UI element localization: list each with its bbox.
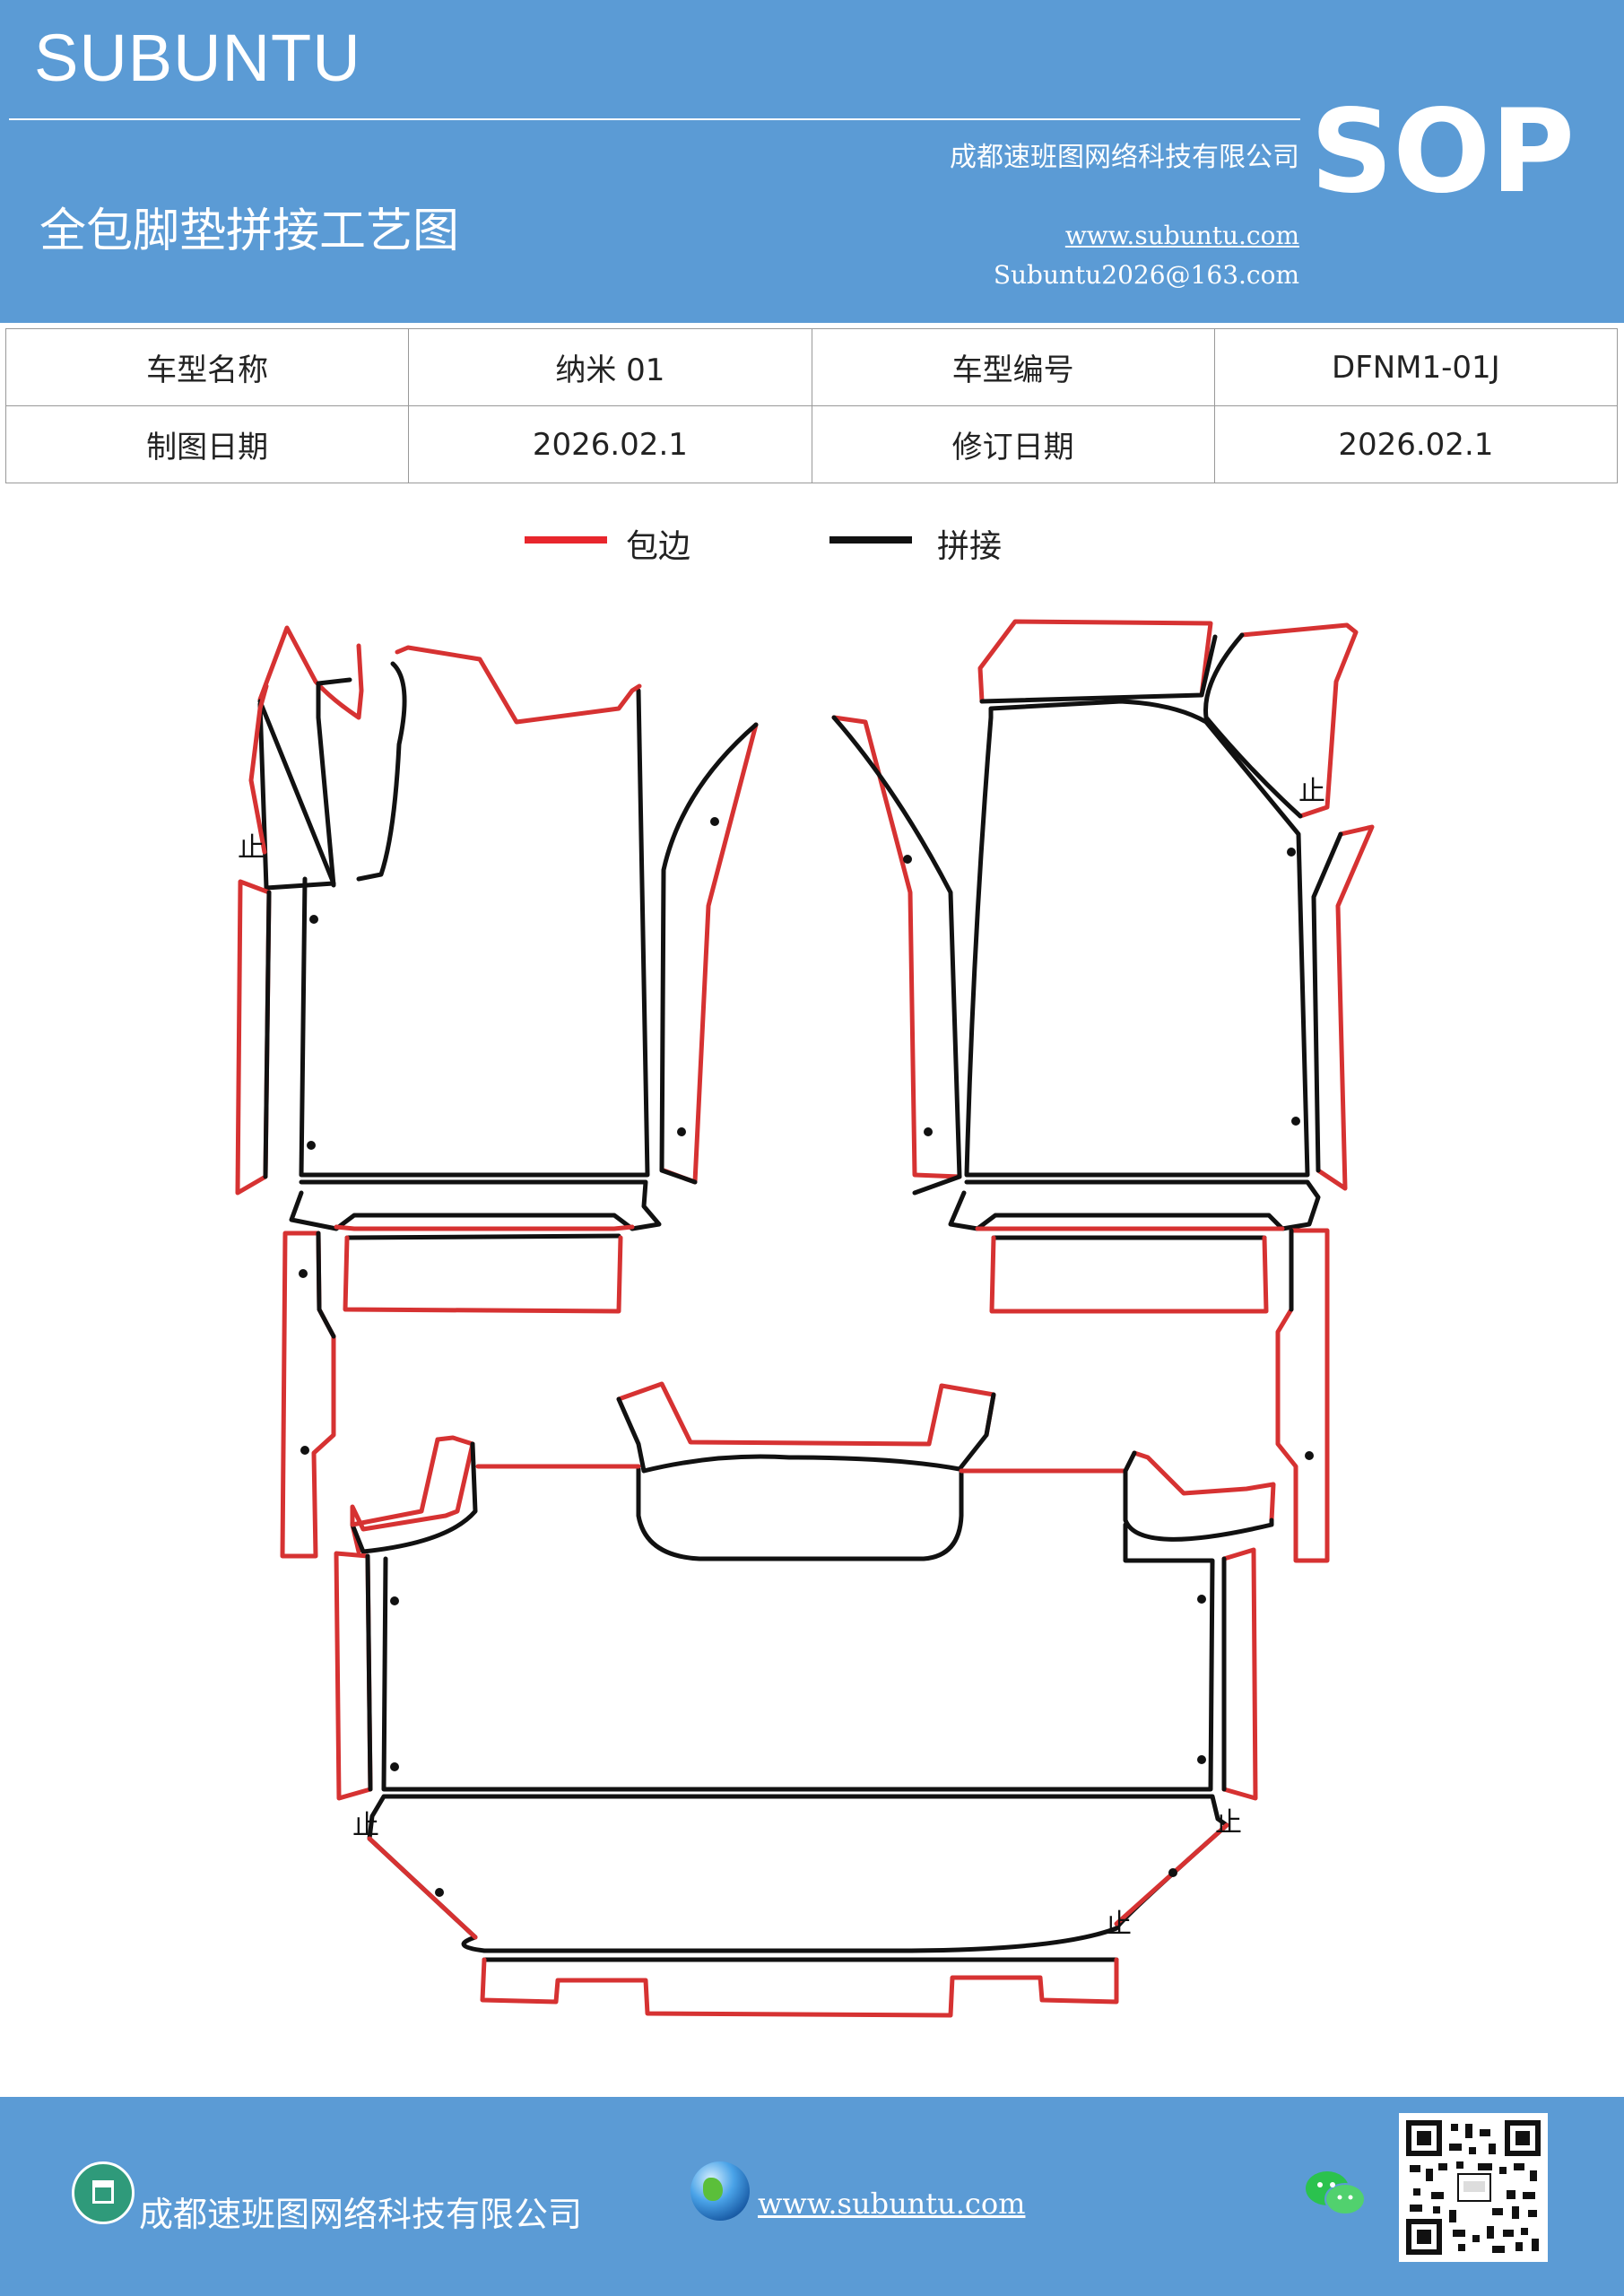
mark-dot (1197, 1595, 1206, 1604)
mat-piece-fl-main-seam (299, 688, 650, 1178)
footer-banner: 成都速班图网络科技有限公司 www.subuntu.com (0, 2097, 1624, 2296)
mat-piece-fl-bottom-bar (289, 1179, 662, 1231)
mat-piece-fl-side-seam (316, 1231, 336, 1339)
mat-piece-rear-main-bottom (367, 1794, 1229, 1953)
brand-logo-text: SUBUNTU (34, 21, 361, 95)
value-model-code: DFNM1-01J (1213, 328, 1619, 406)
stop-mark: 止 (1105, 1909, 1132, 1940)
mat-piece-rear-right-strip (1221, 1547, 1258, 1801)
mat-piece-rear-tunnel (636, 1466, 964, 1561)
footer-website-link[interactable]: www.subuntu.com (758, 2187, 1026, 2221)
header-email: Subuntu2026@163.com (993, 260, 1299, 290)
mat-piece-fr-corner-seam (1203, 632, 1303, 819)
mat-piece-fr-right-strip (1316, 824, 1375, 1191)
mark-dot (299, 1269, 308, 1278)
value-revision-date: 2026.02.1 (1213, 405, 1619, 483)
mat-piece-fl-right-seam (659, 722, 759, 1185)
mat-piece-rear-left-wing-seam (350, 1441, 478, 1554)
mat-piece-rear-right-wing-tab (1123, 1450, 1137, 1474)
mark-dot (1305, 1451, 1314, 1460)
mat-piece-fr-top-edge (977, 619, 1213, 704)
mat-piece-fl-heelpad (344, 1233, 621, 1240)
header-divider (9, 118, 1300, 120)
mat-piece-rear-main (381, 1522, 1215, 1792)
mark-dot (307, 1141, 316, 1150)
table-row: 制图日期 2026.02.1 修订日期 2026.02.1 (4, 405, 1619, 483)
mat-piece-rear-footpad-edge (480, 1957, 1119, 2018)
value-draw-date: 2026.02.1 (408, 405, 812, 483)
mat-piece-fl-right-strip (661, 722, 759, 1185)
mark-dot (390, 1762, 399, 1771)
label-revision-date: 修订日期 (811, 405, 1215, 483)
mat-piece-fl-left-upper (257, 625, 364, 720)
mark-dot (309, 915, 318, 924)
mark-dot (435, 1888, 444, 1897)
mat-piece-fr-side-strip (1275, 1228, 1330, 1563)
mark-dot (677, 1127, 686, 1136)
legend-edge-line (525, 536, 607, 544)
globe-icon (690, 2161, 750, 2221)
mat-piece-fr-main (964, 699, 1310, 1178)
legend-seam-label: 拼接 (937, 528, 1003, 565)
label-model-name: 车型名称 (4, 328, 410, 406)
mat-piece-fl-left-edge (248, 683, 269, 855)
table-row: 车型名称 纳米 01 车型编号 DFNM1-01J (4, 328, 1619, 406)
mat-piece-fr-right-seam (1311, 831, 1343, 1173)
header-banner: SUBUNTU 成都速班图网络科技有限公司 全包脚垫拼接工艺图 www.subu… (0, 0, 1624, 323)
stop-mark: 止 (352, 1810, 379, 1841)
legend: 包边 拼接 (0, 520, 1624, 574)
document-title: 全包脚垫拼接工艺图 (39, 204, 460, 258)
legend-seam-line (829, 536, 912, 544)
wechat-icon[interactable] (1304, 2167, 1367, 2221)
mat-piece-rear-left-strip-seam (365, 1553, 373, 1792)
mark-dot (710, 817, 719, 826)
mat-piece-fl-heelpad-edge (343, 1235, 623, 1314)
vehicle-info-table: 车型名称 纳米 01 车型编号 DFNM1-01J 制图日期 2026.02.1… (4, 328, 1619, 483)
mark-dot (924, 1127, 933, 1136)
header-company-name: 成都速班图网络科技有限公司 (950, 142, 1299, 173)
mark-dot (1287, 848, 1296, 857)
mat-piece-fl-side-strip (280, 1231, 336, 1559)
footer-company-name: 成都速班图网络科技有限公司 (139, 2195, 583, 2234)
stop-mark: 止 (1215, 1807, 1242, 1839)
mat-piece-fr-heelpad-edge (989, 1235, 1269, 1314)
sop-badge: SOP (1310, 85, 1575, 219)
mat-piece-fl-bottom-edge (334, 1224, 635, 1231)
mat-piece-fl-bracket (356, 661, 407, 882)
mat-piece-fr-corner (1239, 622, 1359, 819)
mat-piece-fl-stop-strip-seam (263, 890, 272, 1179)
mark-dot (300, 1446, 309, 1455)
mat-piece-rear-hump-top (616, 1381, 996, 1447)
stop-mark: 止 (1298, 776, 1325, 807)
mat-piece-fr-top-seam (979, 634, 1218, 704)
mark-dot (1168, 1868, 1177, 1877)
mat-piece-fl-top-edge (395, 645, 642, 725)
mat-piece-fr-left-seam (831, 715, 962, 1196)
mat-piece-fr-bottom-bar (948, 1179, 1321, 1231)
mark-dot (1197, 1755, 1206, 1764)
value-model-name: 纳米 01 (408, 328, 812, 406)
mat-piece-fl-strip-a (316, 677, 352, 888)
mat-piece-rear-main-bottom-edge (367, 1836, 478, 1940)
mat-piece-rear-left-wing-tab (350, 1437, 440, 1527)
building-icon (72, 2161, 135, 2224)
mat-piece-rear-right-wing-seam (1123, 1468, 1274, 1542)
legend-edge-label: 包边 (626, 528, 691, 565)
mark-dot (903, 855, 912, 864)
mat-piece-rear-hump (616, 1392, 996, 1474)
mat-piece-rear-left-strip (334, 1551, 373, 1801)
mark-dot (1291, 1117, 1300, 1126)
qr-code (1399, 2113, 1548, 2262)
mat-piece-rear-right-wing (1132, 1450, 1276, 1523)
mat-piece-rear-left-wing (350, 1435, 475, 1554)
header-website-link[interactable]: www.subuntu.com (1064, 221, 1299, 250)
mark-dot (390, 1596, 399, 1605)
label-model-code: 车型编号 (811, 328, 1215, 406)
qr-code-pattern (1406, 2120, 1541, 2255)
label-draw-date: 制图日期 (4, 405, 410, 483)
mat-piece-fl-tab (257, 699, 336, 891)
mat-piece-fr-left-strip (831, 715, 962, 1179)
stop-mark: 止 (238, 832, 265, 864)
